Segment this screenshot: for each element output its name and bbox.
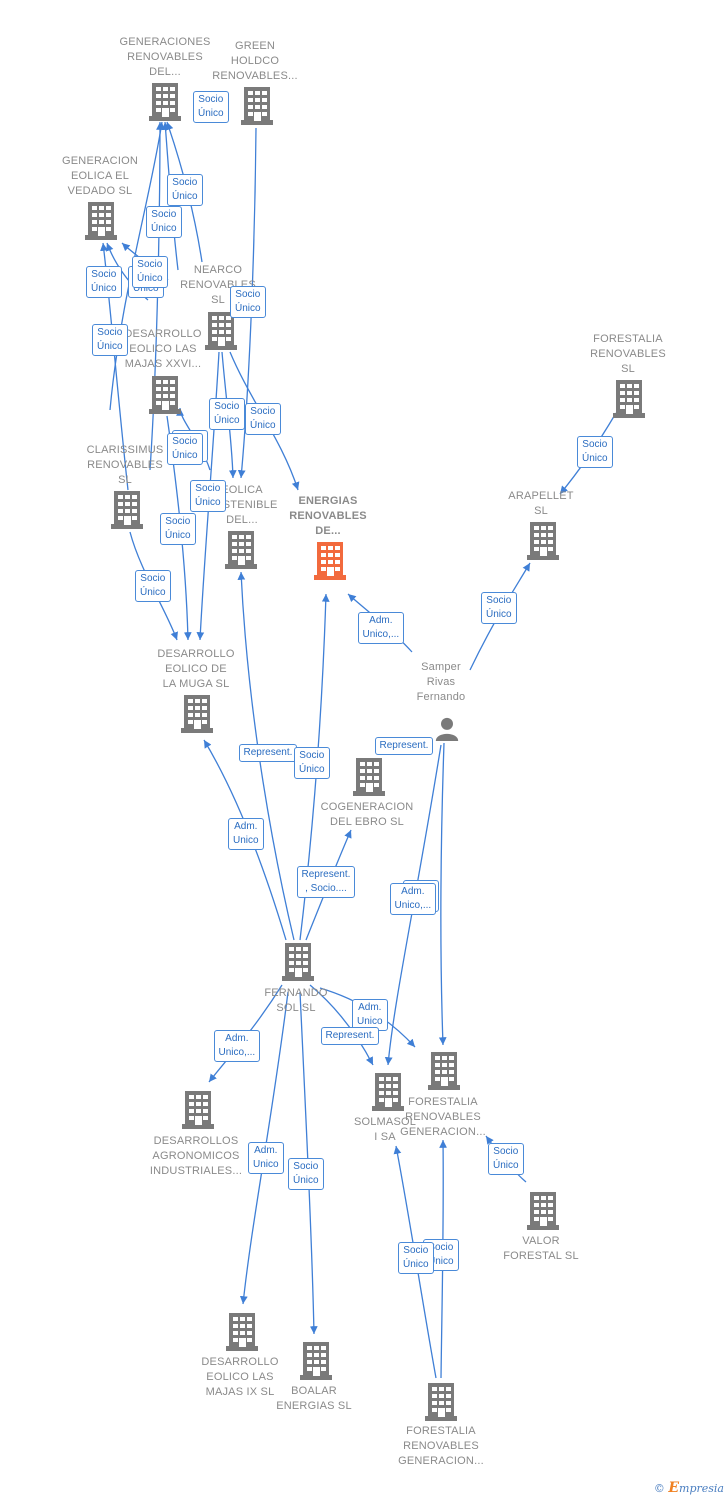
company-name-label[interactable]: GENERACIONES RENOVABLES DEL... xyxy=(119,36,211,78)
relation-label: Socio Único xyxy=(488,1143,524,1175)
relation-label: Socio Único xyxy=(167,433,203,465)
company-building-icon[interactable] xyxy=(425,1383,457,1421)
relation-edge xyxy=(438,742,447,1046)
company-building-icon[interactable] xyxy=(85,202,117,240)
relation-label: Adm. Unico xyxy=(228,818,264,850)
relation-label: Adm. Unico,... xyxy=(357,612,405,644)
company-name-label[interactable]: BOALAR ENERGIAS SL xyxy=(276,1385,352,1412)
relation-label: Socio Único xyxy=(481,592,517,624)
brand-name: mpresia xyxy=(679,1482,724,1495)
company-building-icon[interactable] xyxy=(613,380,645,418)
person-name-label[interactable]: Samper Rivas Fernando xyxy=(416,661,466,703)
relation-label: Socio Único xyxy=(132,256,168,288)
person-icon[interactable] xyxy=(435,717,459,741)
relation-label: Represent. xyxy=(320,1027,380,1045)
company-name-label[interactable]: FERNANDO SOL SL xyxy=(264,987,328,1014)
relation-label: Adm. Unico xyxy=(352,999,388,1031)
company-building-icon[interactable] xyxy=(300,1342,332,1380)
brand-footer: © Empresia xyxy=(654,1480,724,1496)
relation-label: Adm. Unico,... xyxy=(213,1030,261,1062)
company-name-label[interactable]: COGENERACION DEL EBRO SL xyxy=(320,801,414,828)
relation-label: Socio Único xyxy=(92,324,128,356)
relation-edge xyxy=(149,121,164,471)
relation-label: Socio Único xyxy=(230,286,266,318)
relation-label: Socio Único xyxy=(190,480,226,512)
company-building-icon[interactable] xyxy=(111,491,143,529)
relation-label: Represent. xyxy=(238,744,298,762)
relation-edge xyxy=(237,571,295,941)
company-building-icon[interactable] xyxy=(428,1052,460,1090)
company-building-icon[interactable] xyxy=(282,943,314,981)
copyright-icon: © xyxy=(653,1482,665,1495)
company-building-icon[interactable] xyxy=(181,695,213,733)
relation-label: Adm. Unico xyxy=(248,1142,284,1174)
company-building-icon[interactable] xyxy=(182,1091,214,1129)
company-building-icon[interactable] xyxy=(149,83,181,121)
company-building-icon[interactable] xyxy=(225,531,257,569)
company-name-label[interactable]: SOLMASOL I SA xyxy=(353,1116,417,1143)
relation-label: Socio Único xyxy=(209,398,245,430)
brand-initial: E xyxy=(668,1480,680,1496)
relation-label: Socio Único xyxy=(167,174,203,206)
relation-label: Represent. xyxy=(374,737,434,755)
company-name-label[interactable]: CLARISSIMUS RENOVABLES SL xyxy=(86,444,164,486)
company-building-icon[interactable] xyxy=(527,1192,559,1230)
relation-label: Socio Único xyxy=(193,91,229,123)
company-name-label[interactable]: DESARROLLO EOLICO LAS MAJAS IX SL xyxy=(201,1356,279,1398)
relation-label: Socio Único xyxy=(288,1158,324,1190)
company-name-label[interactable]: DESARROLLOS AGRONOMICOS INDUSTRIALES... xyxy=(149,1135,243,1177)
relation-label: Adm. Unico,... xyxy=(389,883,437,915)
relation-edge xyxy=(309,984,374,1066)
relation-label: Represent. , Socio.... xyxy=(296,866,356,898)
company-building-icon[interactable] xyxy=(527,522,559,560)
company-building-icon[interactable] xyxy=(241,87,273,125)
focus-company-icon[interactable] xyxy=(314,542,346,580)
relation-label: Socio Único xyxy=(86,266,122,298)
company-name-label[interactable]: VALOR FORESTAL SL xyxy=(503,1235,579,1262)
company-name-label[interactable]: FORESTALIA RENOVABLES GENERACION... xyxy=(400,1096,486,1138)
relation-label: Socio Único xyxy=(398,1242,434,1274)
company-name-label[interactable]: DESARROLLO EOLICO LAS MAJAS XXVI... xyxy=(124,328,202,370)
company-name-label[interactable]: GREEN HOLDCO RENOVABLES... xyxy=(212,40,298,82)
company-building-icon[interactable] xyxy=(226,1313,258,1351)
company-name-label[interactable]: FORESTALIA RENOVABLES SL xyxy=(590,333,666,375)
relation-edge xyxy=(384,744,442,1066)
company-building-icon[interactable] xyxy=(149,376,181,414)
relation-label: Socio Único xyxy=(245,403,281,435)
company-name-label[interactable]: GENERACION EOLICA EL VEDADO SL xyxy=(62,155,138,197)
company-name-label[interactable]: DESARROLLO EOLICO DE LA MUGA SL xyxy=(157,648,235,690)
company-name-label[interactable]: ARAPELLET SL xyxy=(508,490,574,517)
relation-label: Socio Único xyxy=(577,436,613,468)
relation-label: Socio Único xyxy=(135,570,171,602)
company-building-icon[interactable] xyxy=(353,758,385,796)
relation-label: Socio Único xyxy=(146,206,182,238)
company-name-label[interactable]: FORESTALIA RENOVABLES GENERACION... xyxy=(398,1425,484,1467)
company-name-label[interactable]: ENERGIAS RENOVABLES DE... xyxy=(289,495,367,537)
relation-label: Socio Único xyxy=(160,513,196,545)
relation-label: Socio Único xyxy=(294,747,330,779)
